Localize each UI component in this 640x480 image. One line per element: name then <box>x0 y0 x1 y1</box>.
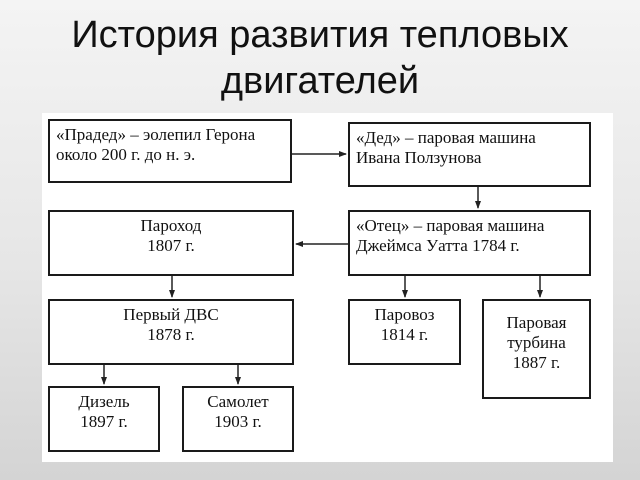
box-parovoz: Паровоз 1814 г. <box>348 299 461 365</box>
box-steam-turbine: Паровая турбина 1887 г. <box>482 299 591 399</box>
box-parovoz-line-1: Паровоз <box>374 305 435 324</box>
box-ded-polzunov: «Дед» – паровая машина Ивана Ползунова <box>348 122 591 187</box>
box-parovoz-line-2: 1814 г. <box>380 325 429 344</box>
box-turbina-line-2: турбина <box>507 333 566 352</box>
box-dvs-line-2: 1878 г. <box>147 325 195 344</box>
box-otec-line-1: «Отец» – паровая машина <box>356 216 545 235</box>
box-parohod-line-2: 1807 г. <box>147 236 195 255</box>
box-samolet-line-2: 1903 г. <box>214 412 262 431</box>
box-ded-line-2: Ивана Ползунова <box>356 148 482 167</box>
box-praded-aeolipile: «Прадед» – эолепил Герона около 200 г. д… <box>48 119 292 183</box>
box-turbina-line-1: Паровая <box>506 313 567 332</box>
box-dizel-line-2: 1897 г. <box>80 412 128 431</box>
box-dvs-line-1: Первый ДВС <box>123 305 219 324</box>
box-otec-watt: «Отец» – паровая машина Джеймса Уатта 17… <box>348 210 591 276</box>
box-samolet-line-1: Самолет <box>207 392 269 411</box>
box-first-dvs: Первый ДВС 1878 г. <box>48 299 294 365</box>
box-turbina-line-3: 1887 г. <box>512 353 561 372</box>
box-airplane: Самолет 1903 г. <box>182 386 294 452</box>
title-line-2: двигателей <box>220 60 420 102</box>
box-parohod-line-1: Пароход <box>140 216 202 235</box>
box-dizel-line-1: Дизель <box>78 392 130 411</box>
box-praded-line-1: «Прадед» – эолепил Герона <box>56 125 256 144</box>
box-diesel: Дизель 1897 г. <box>48 386 160 452</box>
box-otec-line-2: Джеймса Уатта 1784 г. <box>356 236 520 255</box>
box-praded-line-2: около 200 г. до н. э. <box>56 145 196 164</box>
box-ded-line-1: «Дед» – паровая машина <box>356 128 536 147</box>
slide-title: История развития тепловых двигателей <box>0 12 640 104</box>
box-parohod: Пароход 1807 г. <box>48 210 294 276</box>
title-line-1: История развития тепловых <box>71 14 569 56</box>
